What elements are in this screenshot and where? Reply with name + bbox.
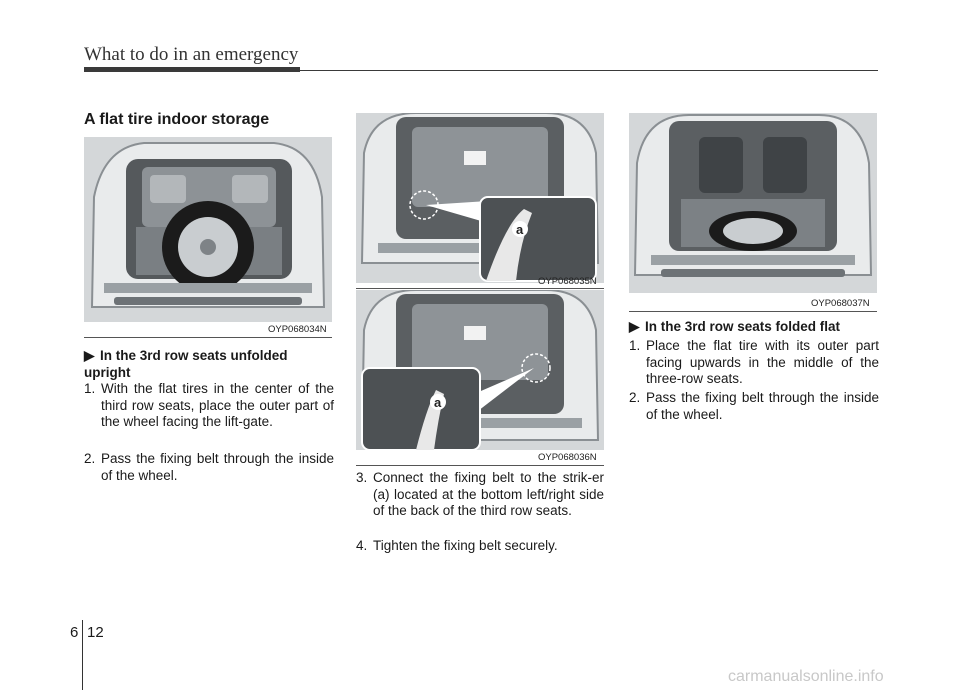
step-text: Connect the fixing belt to the strik-er … xyxy=(373,470,604,518)
section-title: A flat tire indoor storage xyxy=(84,111,270,128)
figure-spare-tire-flat xyxy=(629,113,877,293)
arrow-icon: ▶ xyxy=(629,319,640,334)
step-number: 1. xyxy=(629,338,641,353)
step-text: Place the flat tire with its outer part … xyxy=(646,338,879,386)
figure-code-rule xyxy=(84,337,332,338)
step-1-flat: 1. Place the flat tire with its outer pa… xyxy=(629,338,879,388)
step-number: 3. xyxy=(356,470,368,485)
figure-code-rule xyxy=(356,465,604,466)
watermark: carmanualsonline.info xyxy=(728,668,884,685)
arrow-icon: ▶ xyxy=(84,348,95,363)
step-number: 4. xyxy=(356,538,368,553)
step-text: Pass the fixing belt through the inside … xyxy=(101,451,334,483)
step-2: 2. Pass the fixing belt through the insi… xyxy=(84,451,334,484)
callout-a: a xyxy=(516,222,524,237)
header-rule xyxy=(300,70,878,71)
figure-spare-tire-upright xyxy=(84,137,332,322)
step-4: 4. Tighten the fixing belt securely. xyxy=(356,538,604,555)
step-text: Pass the fixing belt through the inside … xyxy=(646,390,879,422)
figure-striker-left: a xyxy=(356,113,604,283)
figure-code: OYP068035N xyxy=(538,276,597,287)
page-number: 12 xyxy=(87,624,104,641)
figure-code-rule xyxy=(356,288,604,289)
figure-code: OYP068036N xyxy=(538,452,597,463)
header-bar xyxy=(84,67,300,72)
subheading-text: In the 3rd row seats unfolded upright xyxy=(84,348,288,380)
subheading-text: In the 3rd row seats folded flat xyxy=(645,319,841,334)
step-3: 3. Connect the fixing belt to the strik-… xyxy=(356,470,604,520)
running-header: What to do in an emergency xyxy=(84,44,299,65)
figure-code-rule xyxy=(629,311,877,312)
figure-code: OYP068037N xyxy=(811,298,870,309)
step-text: Tighten the fixing belt securely. xyxy=(373,538,558,553)
figure-code: OYP068034N xyxy=(268,324,327,335)
step-number: 1. xyxy=(84,381,96,396)
callout-a: a xyxy=(434,395,442,410)
step-text: With the flat tires in the center of the… xyxy=(101,381,334,429)
step-1: 1. With the flat tires in the center of … xyxy=(84,381,334,431)
step-2-flat: 2. Pass the fixing belt through the insi… xyxy=(629,390,879,423)
page-divider xyxy=(82,620,83,690)
subheading-flat: ▶ In the 3rd row seats folded flat xyxy=(629,318,879,335)
chapter-number: 6 xyxy=(70,624,79,641)
subheading-upright: ▶In the 3rd row seats unfolded upright xyxy=(84,347,334,381)
step-number: 2. xyxy=(629,390,641,405)
step-number: 2. xyxy=(84,451,96,466)
figure-striker-right: a xyxy=(356,290,604,450)
